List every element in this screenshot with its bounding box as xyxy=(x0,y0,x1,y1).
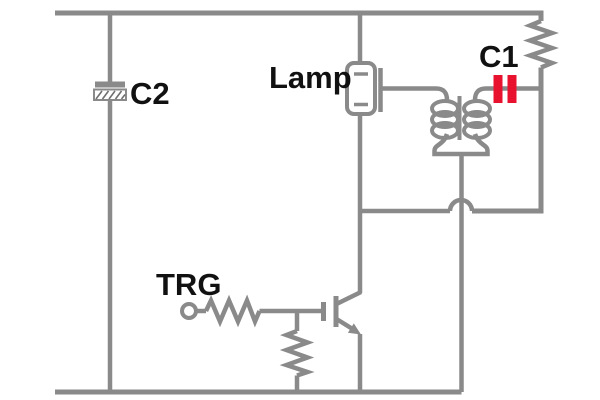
series-resistor-symbol xyxy=(203,294,262,328)
secondary-coil-loop xyxy=(462,99,492,118)
igbt-emitter-arrow xyxy=(347,323,361,335)
secondary-coil-loop xyxy=(462,110,492,129)
trigger-wire-to-primary xyxy=(382,86,450,101)
c1-label: C1 xyxy=(479,39,519,74)
trigger-transformer-symbol xyxy=(430,96,492,157)
charge-resistor-symbol xyxy=(523,18,559,70)
c2-hatch-lines xyxy=(95,90,126,100)
c1-right-plate xyxy=(507,75,517,103)
c2-label: C2 xyxy=(130,76,170,111)
trg-label: TRG xyxy=(156,267,221,302)
lamp-label: Lamp xyxy=(269,60,352,95)
igbt-transistor-symbol xyxy=(321,289,362,335)
igbt-collector-stroke xyxy=(335,289,362,307)
c1-capacitor-symbol xyxy=(493,75,517,103)
c1-left-plate xyxy=(493,75,503,103)
flash-lamp-symbol xyxy=(345,61,383,116)
c2-top-plate xyxy=(95,81,125,88)
c2-capacitor-symbol xyxy=(93,88,127,101)
secondary-to-c1-wire xyxy=(472,86,492,101)
right-rail-wire xyxy=(472,67,544,214)
gate-resistor-symbol xyxy=(279,328,315,378)
trg-terminal-symbol xyxy=(180,302,198,320)
top-rail-wire xyxy=(55,10,544,21)
c2-hatched-plate xyxy=(93,88,127,101)
wire-crossover-hop xyxy=(447,197,475,212)
